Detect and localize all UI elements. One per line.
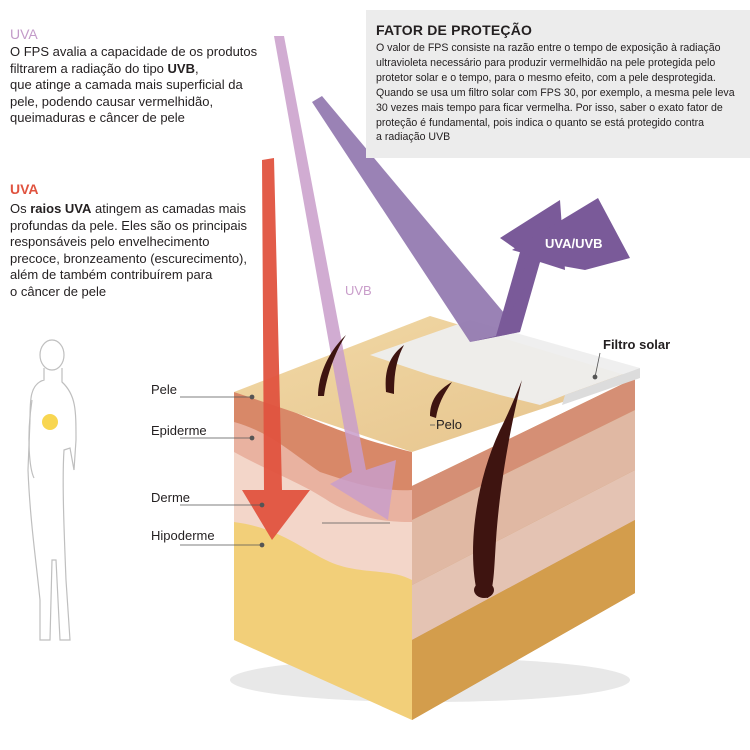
uvb-arrow [274, 36, 396, 520]
layer-label-skin: Pele [151, 382, 178, 397]
uvb-description: O FPS avalia a capacidade de os produtos… [10, 44, 258, 125]
uvb-heading: UVA [10, 26, 38, 42]
layer-label-epidermis: Epiderme [151, 423, 207, 438]
protection-factor-panel: FATOR DE PROTEÇÃO O valor de FPS consist… [366, 10, 750, 158]
sunscreen-label: Filtro solar [603, 337, 671, 352]
layer-label-hypodermis: Hipoderme [151, 528, 215, 543]
uva-arrow [242, 158, 310, 540]
human-figure [27, 339, 77, 641]
hair-strands [318, 335, 522, 598]
block-right-face [412, 378, 635, 720]
uva-description: Os raios UVA atingem as camadas mais pro… [10, 201, 248, 299]
sunscreen-film [370, 320, 640, 405]
hair-label: Pelo [436, 417, 463, 432]
reflected-arrow [470, 198, 630, 342]
reflected-arrow-label: UVA/UVB [545, 236, 603, 251]
uva-heading: UVA [10, 181, 39, 197]
panel-title: FATOR DE PROTEÇÃO [376, 22, 533, 38]
uvb-arrow-label: UVB [345, 283, 372, 298]
panel-body: O valor de FPS consiste na razão entre o… [376, 42, 735, 144]
layer-label-dermis: Derme [151, 490, 191, 505]
incoming-ray [312, 96, 520, 342]
sun-spot [42, 414, 58, 430]
leader-lines [180, 352, 601, 548]
